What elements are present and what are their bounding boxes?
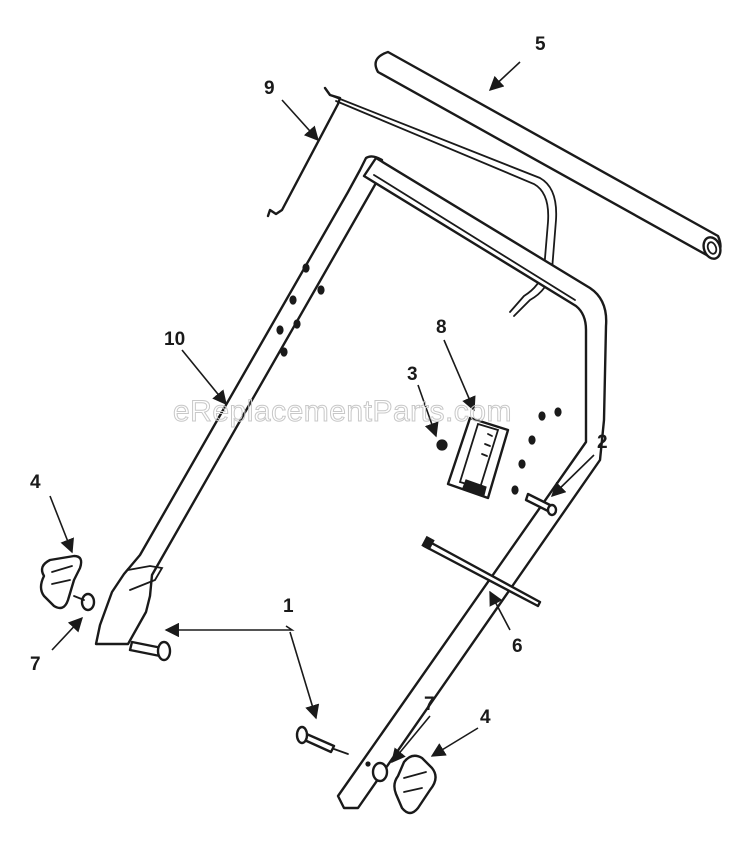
- handle-knob-left: [39, 554, 83, 610]
- lower-handle-frame: [94, 155, 608, 810]
- callout-7-right: 7: [424, 694, 435, 715]
- control-bail: [266, 86, 558, 317]
- upper-handle-tube: [374, 50, 722, 260]
- callout-4-right: 4: [480, 707, 491, 728]
- washer-right: [365, 761, 389, 783]
- nut: [436, 439, 448, 451]
- callout-4-left: 4: [30, 472, 41, 493]
- leader-lines: [49, 61, 595, 764]
- callout-9: 9: [264, 78, 275, 99]
- callout-8: 8: [436, 317, 447, 338]
- callout-1: 1: [283, 596, 294, 617]
- cable-tie: [421, 535, 542, 608]
- callout-6: 6: [512, 636, 523, 657]
- callout-2: 2: [597, 432, 608, 453]
- carriage-bolt-right: [295, 725, 349, 755]
- bolt: [524, 492, 558, 517]
- callout-7-left: 7: [30, 654, 41, 675]
- watermark-text: eReplacementParts.com: [173, 395, 512, 428]
- handle-knob-right: [393, 754, 437, 815]
- washer-left: [73, 592, 96, 612]
- cable-clip: [446, 416, 510, 500]
- callout-3: 3: [407, 364, 418, 385]
- callout-10: 10: [164, 329, 185, 350]
- carriage-bolt-left: [128, 640, 172, 662]
- callout-5: 5: [535, 34, 546, 55]
